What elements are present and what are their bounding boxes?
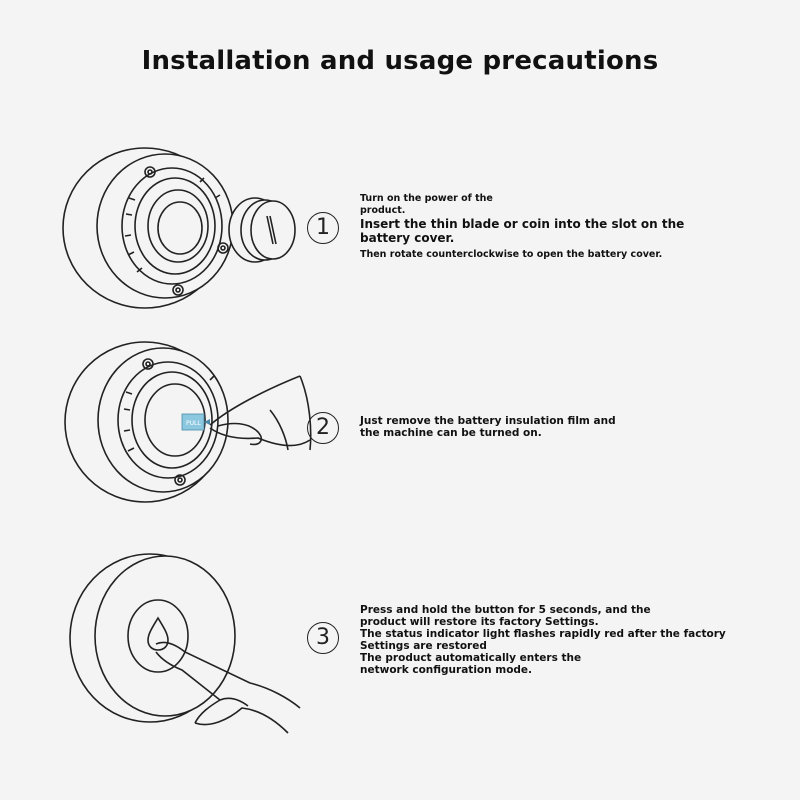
step-3-line-3: The product automatically enters the net… bbox=[360, 652, 582, 676]
page-title: Installation and usage precautions bbox=[141, 46, 659, 76]
device-open-battery-illustration bbox=[62, 147, 296, 309]
step-3-instructions: Press and hold the button for 5 seconds,… bbox=[360, 604, 760, 676]
step-3-line-2: The status indicator light flashes rapid… bbox=[360, 628, 726, 652]
step-3-line-1: Press and hold the button for 5 seconds,… bbox=[360, 604, 651, 628]
step-2-line-1: Just remove the battery insulation film … bbox=[360, 415, 616, 439]
pull-tab-label: PULL bbox=[186, 420, 201, 427]
step-number-2: 2 bbox=[307, 412, 339, 444]
step-1-line-3: Then rotate counterclockwise to open the… bbox=[360, 249, 663, 260]
step-number-1: 1 bbox=[307, 212, 339, 244]
step-1-line-2: Insert the thin blade or coin into the s… bbox=[360, 217, 685, 245]
step-2-instructions: Just remove the battery insulation film … bbox=[360, 415, 630, 439]
device-remove-film-illustration: PULL bbox=[64, 341, 312, 503]
step-number-3: 3 bbox=[307, 622, 339, 654]
step-1-line-1: Turn on the power of the product. bbox=[360, 193, 493, 216]
step-1-instructions: Turn on the power of the product. Insert… bbox=[360, 193, 780, 261]
device-reset-button-illustration bbox=[69, 553, 301, 734]
